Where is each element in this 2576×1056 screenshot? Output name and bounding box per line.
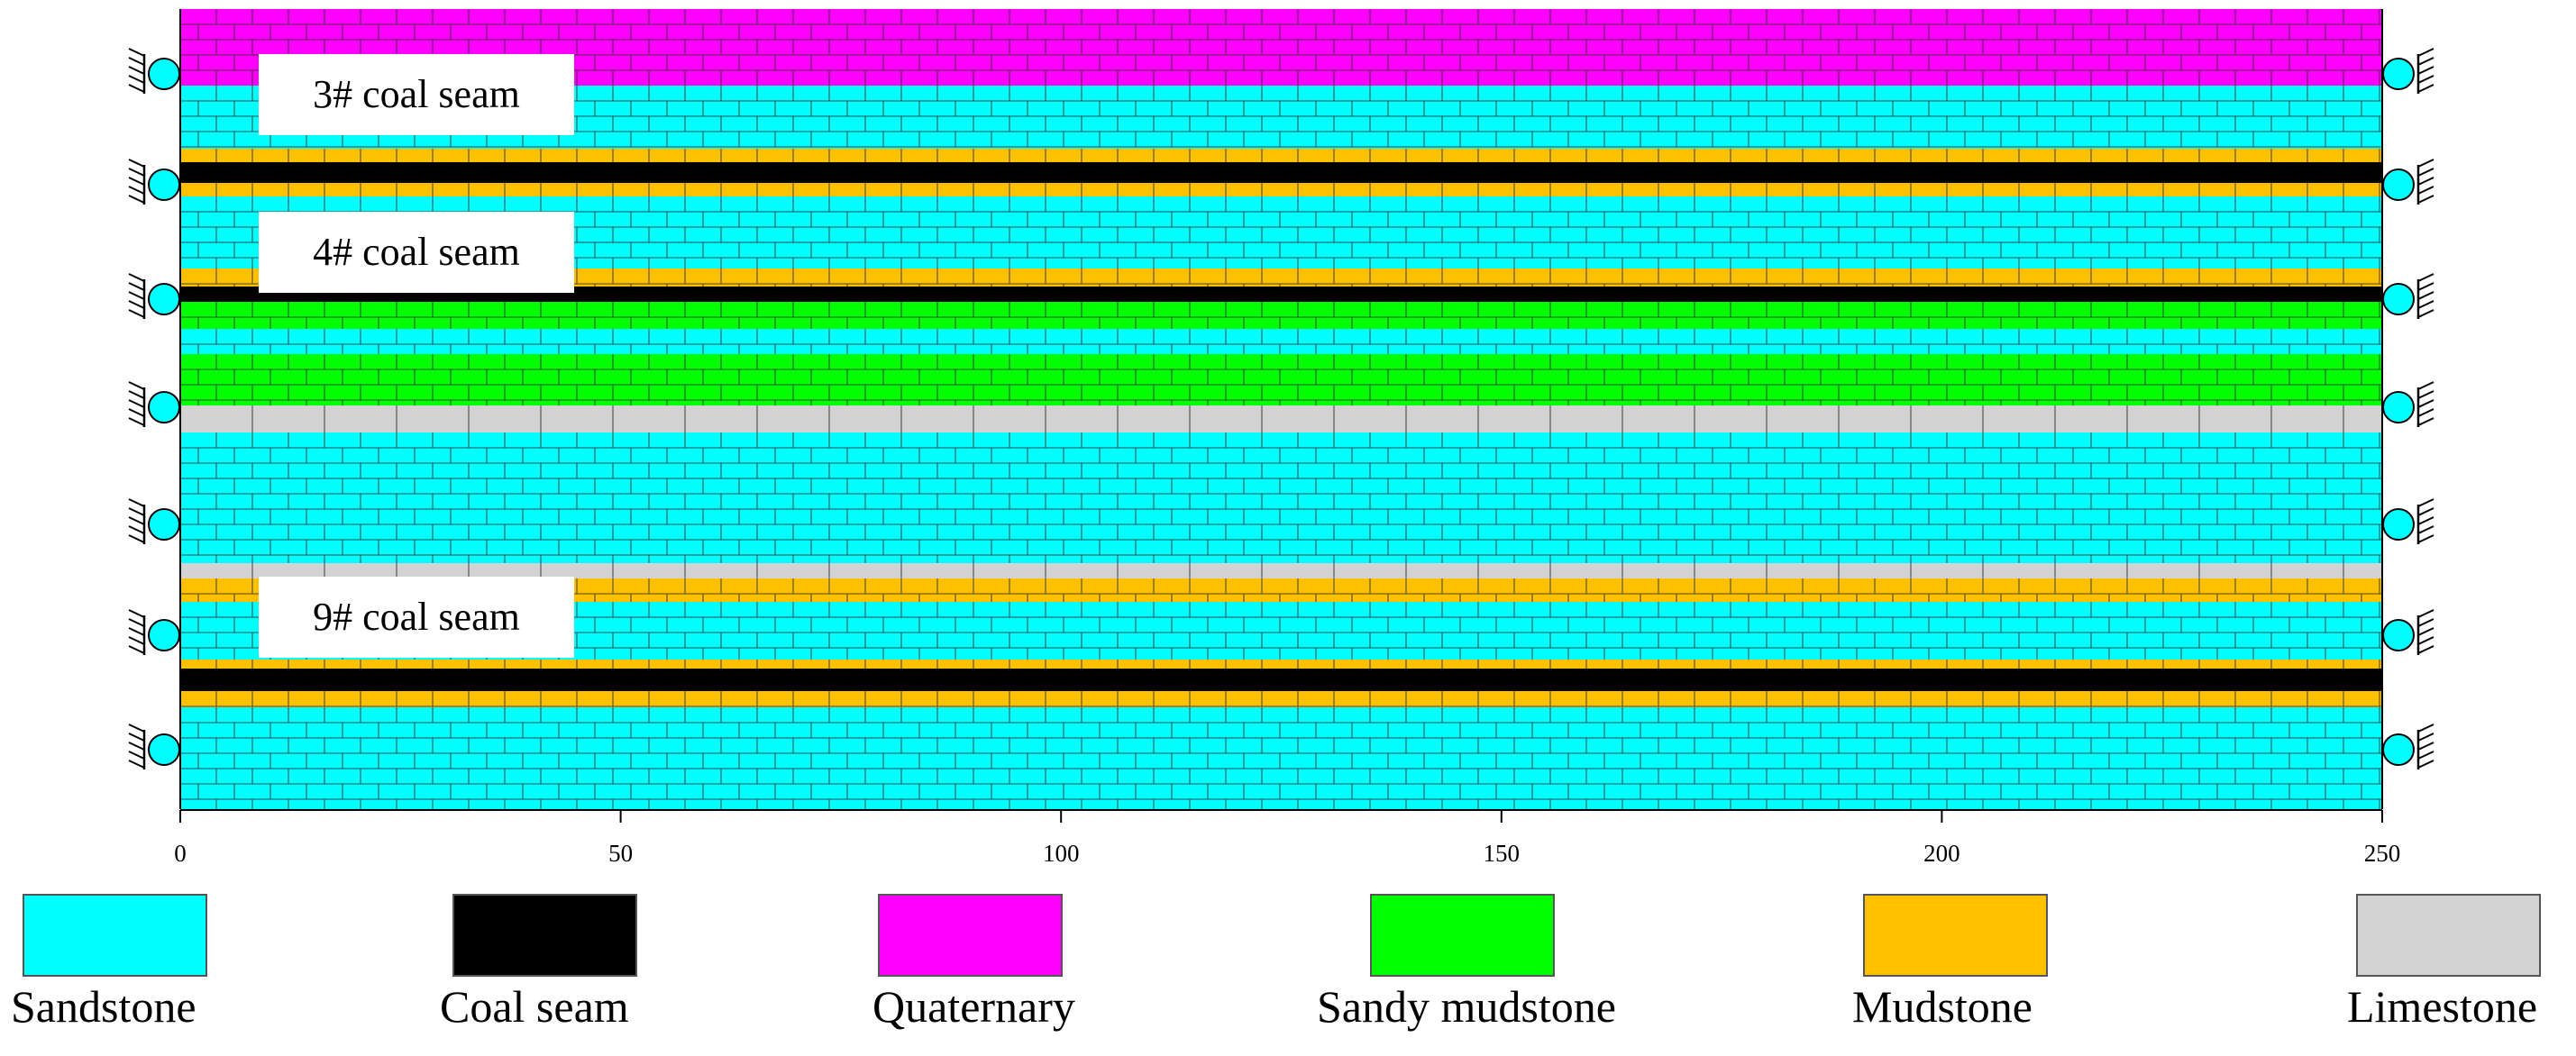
x-tick-label: 100 bbox=[1042, 840, 1080, 867]
legend-label: Limestone bbox=[2347, 981, 2538, 1032]
x-tick-label: 250 bbox=[2363, 840, 2401, 867]
stratum-mudstone bbox=[179, 183, 2382, 196]
roller-support-icon bbox=[2382, 609, 2434, 655]
roller-support-icon bbox=[2382, 724, 2434, 769]
stratum-mudstone bbox=[179, 149, 2382, 162]
legend-item-quaternary: Quaternary bbox=[0, 894, 1075, 1047]
legend-swatch bbox=[1370, 894, 1555, 977]
roller-support-icon bbox=[128, 48, 180, 94]
roller-supports bbox=[128, 48, 2434, 769]
legend-item-coal: Coal seam bbox=[0, 894, 637, 1047]
seam-label-4: 4# coal seam bbox=[259, 212, 574, 293]
legend-item-sandstone: Sandstone bbox=[0, 894, 288, 1047]
x-tick-label: 150 bbox=[1483, 840, 1521, 867]
x-tick-label: 200 bbox=[1923, 840, 1960, 867]
roller-support-icon bbox=[2382, 273, 2434, 319]
stratum-limestone bbox=[179, 563, 2382, 578]
legend-label: Sandstone bbox=[11, 981, 196, 1032]
roller-support-icon bbox=[128, 273, 180, 319]
legend-label: Mudstone bbox=[1852, 981, 2032, 1032]
roller-support-icon bbox=[128, 609, 180, 655]
roller-support-icon bbox=[128, 159, 180, 205]
legend-item-limestone: Limestone bbox=[0, 894, 2541, 1047]
legend-swatch bbox=[23, 894, 207, 977]
stratum-limestone bbox=[179, 405, 2382, 432]
roller-support-icon bbox=[128, 724, 180, 769]
stratum-sandy-mudstone bbox=[179, 302, 2382, 329]
stratum-mudstone bbox=[179, 660, 2382, 669]
legend-swatch bbox=[878, 894, 1063, 977]
roller-support-icon bbox=[2382, 381, 2434, 427]
roller-support-icon bbox=[2382, 498, 2434, 544]
stratum-mudstone bbox=[179, 691, 2382, 707]
stratum-sandstone bbox=[179, 329, 2382, 354]
stratum-coal bbox=[180, 669, 2382, 691]
seam-label-9: 9# coal seam bbox=[259, 577, 574, 658]
legend-swatch bbox=[2356, 894, 2541, 977]
legend-swatch bbox=[1863, 894, 2048, 977]
legend-label: Sandy mudstone bbox=[1317, 981, 1616, 1032]
legend-item-mudstone: Mudstone bbox=[0, 894, 2048, 1047]
legend-label: Quaternary bbox=[872, 981, 1075, 1032]
legend-item-sandy-mudstone: Sandy mudstone bbox=[0, 894, 1616, 1047]
x-tick-label: 0 bbox=[174, 840, 187, 867]
stratum-sandstone bbox=[179, 432, 2382, 563]
roller-support-icon bbox=[2382, 48, 2434, 94]
stratum-sandstone bbox=[179, 707, 2382, 809]
legend-label: Coal seam bbox=[440, 981, 629, 1032]
stratum-coal bbox=[180, 287, 2382, 302]
roller-support-icon bbox=[128, 498, 180, 544]
stratum-sandy-mudstone bbox=[179, 354, 2382, 405]
roller-support-icon bbox=[128, 381, 180, 427]
stratum-coal bbox=[180, 162, 2382, 183]
x-axis bbox=[179, 809, 2383, 823]
seam-label-3: 3# coal seam bbox=[259, 54, 574, 135]
x-tick-label: 50 bbox=[608, 840, 634, 867]
roller-support-icon bbox=[2382, 159, 2434, 205]
legend-swatch bbox=[452, 894, 637, 977]
